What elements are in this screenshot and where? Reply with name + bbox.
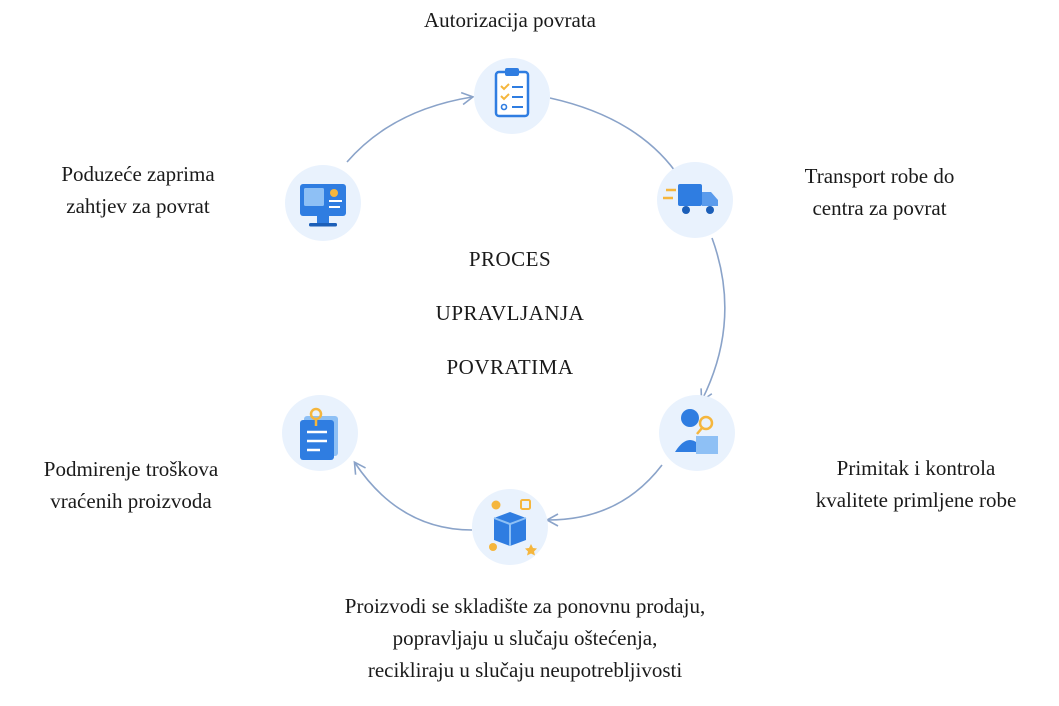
open-box-icon <box>489 499 537 556</box>
step-authorization-node <box>474 58 550 134</box>
arrow-transport-to-inspection <box>700 237 726 403</box>
step-inspection-node <box>659 395 735 471</box>
document-note-icon <box>300 407 338 460</box>
cycle-arrows <box>346 91 726 531</box>
step-storage-node <box>472 489 548 565</box>
step-storage-label: Proizvodi se skladište za ponovnu prodaj… <box>344 594 706 682</box>
delivery-truck-icon <box>663 184 718 214</box>
step-transport-label: Transport robe do centra za povrat <box>804 164 955 220</box>
step-request-label: Poduzeće zaprima zahtjev za povrat <box>61 162 215 218</box>
step-request-node <box>285 165 361 241</box>
arrow-inspection-to-storage <box>545 464 663 527</box>
clipboard-checklist-icon <box>494 68 530 118</box>
arrow-storage-to-settlement <box>353 460 473 531</box>
step-transport-node <box>657 162 733 238</box>
title-line-3: POVRATIMA <box>446 355 574 379</box>
step-inspection-label: Primitak i kontrola kvalitete primljene … <box>815 456 1017 512</box>
arrow-authorization-to-transport <box>549 97 682 181</box>
step-authorization-label: Autorizacija povrata <box>424 8 596 32</box>
diagram-title: PROCES UPRAVLJANJA POVRATIMA <box>380 232 640 394</box>
arrow-request-to-authorization <box>346 91 475 163</box>
title-line-1: PROCES <box>468 247 552 271</box>
title-line-2: UPRAVLJANJA <box>435 301 585 325</box>
inspector-magnifier-icon <box>675 409 718 454</box>
step-settlement-node <box>282 395 358 471</box>
step-settlement-label: Podmirenje troškova vraćenih proizvoda <box>43 457 219 513</box>
computer-monitor-icon <box>300 184 346 227</box>
